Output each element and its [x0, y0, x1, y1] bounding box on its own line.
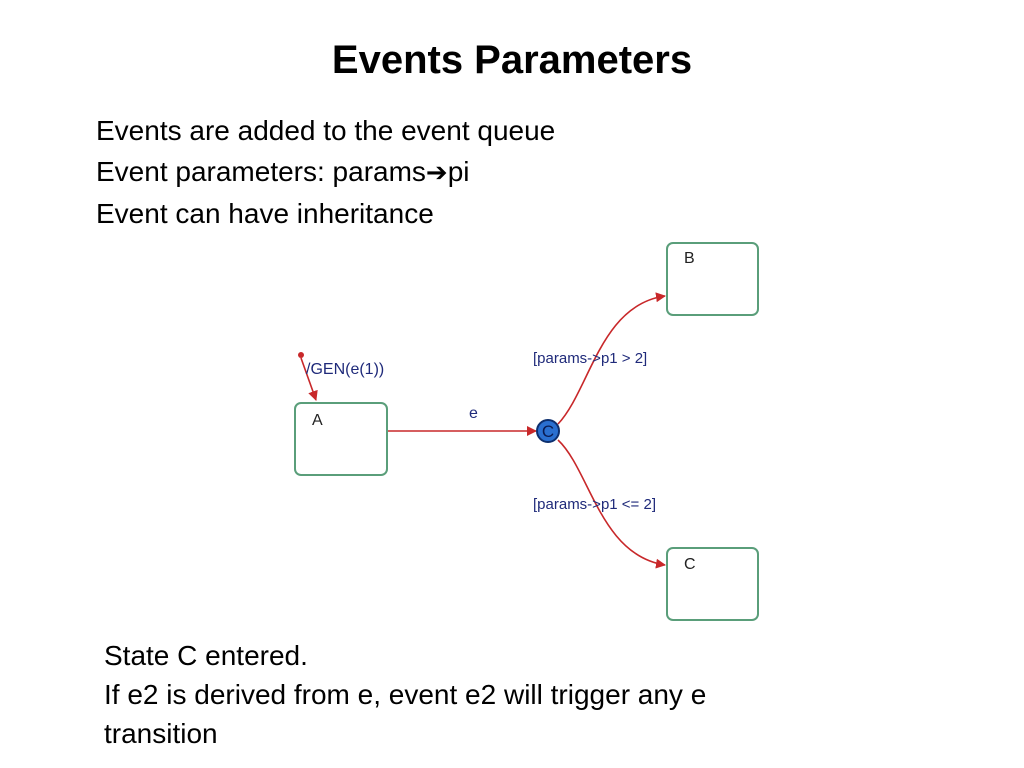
bullet-item: Events are added to the event queue [96, 115, 556, 146]
state-c-box [666, 547, 759, 621]
state-b: B [666, 242, 759, 316]
event-label: e [469, 405, 478, 422]
default-action-label: /GEN(e(1)) [306, 361, 384, 378]
bullet-item: Event can have inheritance [96, 198, 434, 229]
bullet-list: Events are added to the event queue Even… [96, 110, 555, 234]
upper-guard-arrow [557, 292, 666, 425]
bullet-item: Event parameters: params➔pi [96, 151, 555, 193]
bullet-text: pi [447, 156, 470, 187]
state-a-box [294, 402, 388, 476]
bullet-text: Event parameters: params [96, 156, 426, 187]
default-transition: /GEN(e(1)) [298, 352, 384, 401]
default-dot [298, 352, 304, 358]
note-line: If e2 is derived from e, event e2 will t… [104, 679, 707, 710]
state-b-box [666, 242, 759, 316]
state-c: C [666, 547, 759, 621]
state-c-label: C [684, 556, 696, 573]
guard-transition-upper: [params->p1 > 2] [533, 292, 666, 425]
note-line: State C entered. [104, 640, 308, 671]
connective-junction: C [536, 419, 560, 443]
connective-label: C [542, 422, 554, 441]
state-a-label: A [312, 412, 323, 429]
note-line: transition [104, 718, 218, 749]
event-transition: e [388, 405, 537, 436]
state-b-label: B [684, 250, 695, 267]
lower-guard-arrow [557, 439, 666, 569]
state-a: A [294, 402, 388, 476]
connective-circle [536, 419, 560, 443]
default-arrow [300, 357, 318, 401]
notes-block: State C entered. If e2 is derived from e… [104, 636, 924, 753]
lower-guard-label: [params->p1 <= 2] [533, 496, 656, 513]
right-arrow-icon: ➔ [425, 157, 448, 187]
upper-guard-label: [params->p1 > 2] [533, 350, 647, 367]
slide-title: Events Parameters [331, 38, 693, 82]
guard-transition-lower: [params->p1 <= 2] [533, 439, 666, 569]
